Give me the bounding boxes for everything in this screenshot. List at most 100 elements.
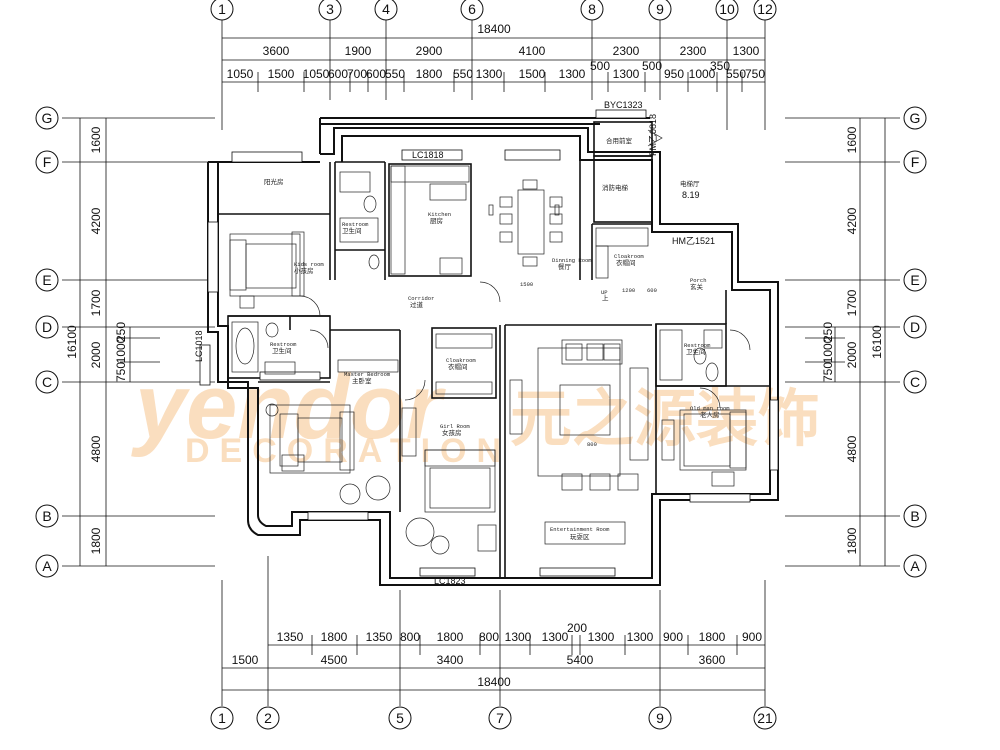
dim-value: 550 [385,67,405,81]
dim-value: 1700 [845,289,859,316]
axis-label: F [911,154,920,170]
axis-label: A [42,558,52,574]
dim-value: 1800 [89,527,103,554]
stair-up-label: UP [601,289,608,296]
dim-value: 5400 [567,653,594,667]
dim-value: 1800 [699,630,726,644]
axis-label: 6 [468,1,476,17]
dim-value: 200 [567,621,587,635]
dim-total-top: 18400 [477,22,511,36]
windows [199,109,779,577]
room-cloak2-en: Cloakroom [446,357,476,364]
dim-value: 750 [114,362,128,382]
watermark-sub: DECORATION [185,432,511,470]
door-code-hm: HM乙1521 [672,236,715,246]
dim-value: 350 [710,59,730,73]
watermark-cn: 元之源装饰 [510,382,820,455]
dim-text-right: 1600 4200 1700 2000 4800 1800 250 1000 7… [821,126,884,554]
window-code-byc: BYC1323 [604,100,643,110]
stair-up-cn: 上 [602,293,609,302]
elevation-value: 8.19 [682,190,700,200]
room-corridor-cn: 过道 [410,300,424,309]
grid-axes-top [210,0,777,21]
room-elder-en: Old man room [690,405,730,412]
room-ent-en: Entertainment Room [550,526,610,533]
dim-value: 4200 [845,207,859,234]
dim-value: 1300 [505,630,532,644]
room-labels: 阳光房 Kids room 小孩房 Restroom 卫生间 Kitchen 厨… [264,177,730,541]
dim-value: 4100 [519,44,546,58]
dim-value: 1300 [588,630,615,644]
room-restroom1-cn: 卫生间 [342,226,362,235]
room-kitchen-en: Kitchen [428,211,451,218]
interior-walls [218,121,770,578]
dim-value: 1050 [227,67,254,81]
grid-axes-left [35,106,59,578]
room-cloak1-cn: 衣帽间 [616,258,636,267]
grid-axis-labels-right: G F E D C B A [910,110,921,574]
room-restroom2-cn: 卫生间 [272,346,292,355]
window-code-lc1018: LC1018 [194,330,204,362]
grid-axis-labels-bottom: 1 2 5 7 9 21 [218,710,773,726]
dim-value: 1300 [476,67,503,81]
dim-value: 1000 [689,67,716,81]
room-girl-en: Girl Room [440,423,470,430]
dim-value: 500 [642,59,662,73]
axis-label: B [42,508,51,524]
dim-value: 1500 [268,67,295,81]
room-cloak1-en: Cloakroom [614,253,644,260]
room-porch-en: Porch [690,277,707,284]
dim-value: 1600 [845,126,859,153]
dim-note: 1200 [622,287,635,294]
room-kitchen-cn: 厨房 [430,216,443,225]
room-restroom3-cn: 卫生间 [686,347,706,356]
dim-value: 1800 [416,67,443,81]
room-cloak2-cn: 衣帽间 [448,362,468,371]
dim-total-right: 16100 [870,325,884,359]
dim-value: 2300 [613,44,640,58]
axis-label: E [910,272,919,288]
dim-value: 700 [347,67,367,81]
dim-value: 1300 [613,67,640,81]
dim-value: 600 [328,67,348,81]
room-master-cn: 主卧室 [352,376,372,385]
dim-note: 600 [647,287,657,294]
dim-text-top: 18400 3600 1900 2900 4100 2300 2300 1300… [227,22,766,81]
dim-value: 900 [742,630,762,644]
dimension-lines [62,20,900,706]
room-kids-cn: 小孩房 [294,266,314,275]
dim-value: 1300 [542,630,569,644]
grid-axes-right [903,106,927,578]
axis-label: D [910,319,920,335]
room-master-en: Master Bedroom [344,371,391,378]
dim-value: 250 [114,322,128,342]
dim-value: 2000 [89,341,103,368]
grid-axes-bottom [210,706,777,730]
axis-label: 8 [588,1,596,17]
grid-axis-labels-left: G F E D C B A [42,110,53,574]
room-dining-en: Dinning Room [552,257,592,264]
dim-value: 3400 [437,653,464,667]
room-ent-cn: 玩耍区 [570,533,590,541]
dim-value: 1800 [437,630,464,644]
dim-value: 550 [453,67,473,81]
room-kids-en: Kids room [294,261,324,268]
dim-value: 3600 [699,653,726,667]
dim-value: 1300 [733,44,760,58]
dim-value: 3600 [263,44,290,58]
window-code-lc1823: LC1823 [434,576,466,586]
axis-label: C [42,374,52,390]
elevator-b-label: 消防电梯 [602,183,629,192]
axis-label: E [42,272,51,288]
dim-value: 1700 [89,289,103,316]
dim-value: 950 [664,67,684,81]
room-girl-cn: 女孩房 [442,428,462,437]
dim-value: 1900 [345,44,372,58]
axis-label: 12 [757,1,773,17]
dim-value: 550 [726,67,746,81]
dim-total-left: 16100 [65,325,79,359]
room-restroom1-en: Restroom [342,221,369,228]
grid-axis-labels-top: 1 3 4 6 8 9 10 12 [218,1,773,17]
axis-label: B [910,508,919,524]
